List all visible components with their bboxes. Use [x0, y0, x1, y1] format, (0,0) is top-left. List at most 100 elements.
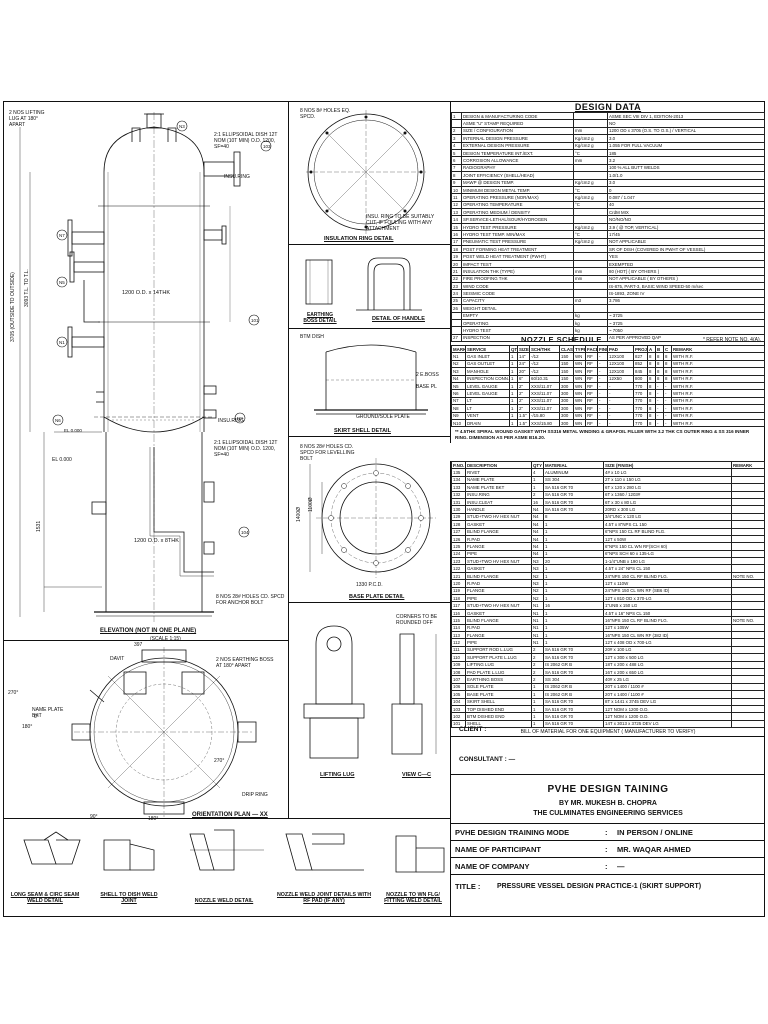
nozzle-cell: 8	[647, 359, 656, 369]
insu-ring-note: INSU.RING	[224, 174, 250, 180]
design-data-title: DESIGN DATA	[574, 102, 642, 112]
svg-text:N3: N3	[179, 124, 185, 129]
bom-cell: 104	[451, 697, 466, 706]
nozzle-cell: -	[607, 389, 634, 398]
nozzle-cell: WITH R.F.	[671, 411, 765, 420]
bom-cell: R.PAD	[465, 623, 532, 633]
bom-cell: N3	[531, 579, 544, 588]
bom-cell: 8	[543, 512, 604, 522]
nozzle-cell: WITH R.F.	[671, 396, 765, 406]
nozzle-header-cell: C	[663, 344, 672, 354]
lifting-lug-note: 2 NOS LIFTING LUG AT 180° APART	[9, 110, 45, 128]
design-data-cell: Kg/cm2 g	[573, 134, 608, 143]
design-data-cell: 12	[451, 200, 462, 210]
nozzle-cell: MANHOLE	[465, 367, 510, 376]
nozzle-cell: DRAIN	[465, 418, 510, 428]
nozzle-cell: -	[597, 411, 608, 420]
bom-cell: INSU.RING	[465, 490, 532, 499]
nozzle-header-cell: FINISH	[597, 344, 608, 354]
bom-cell: 133	[451, 483, 466, 492]
nozzle-cell: 1	[509, 418, 518, 428]
design-data-cell: 1200 OD x 3705 (O.S. TO O.S.) / VERTICAL	[607, 126, 765, 136]
bom-cell: BLIND FLANGE	[465, 571, 532, 581]
bom-cell: 12T x 110W	[603, 579, 732, 588]
bom-cell: R.PAD	[465, 579, 532, 588]
bom-cell: 1	[543, 638, 604, 647]
nozzle-header-cell: MARK	[451, 344, 466, 354]
nozzle-cell: 1	[509, 411, 518, 420]
nozzle-header-cell: SIZE	[517, 344, 530, 354]
bom-cell	[731, 660, 765, 669]
bom-cell: 1	[543, 534, 604, 544]
nozzle-cell: 1.5"	[517, 411, 530, 420]
bom-cell: IS 2062 GR B	[543, 690, 604, 699]
nozzle-cell: -	[607, 411, 634, 420]
bom-cell	[731, 490, 765, 499]
bom-cell: 2	[531, 653, 544, 662]
design-data-cell: SIZE / CONFIGURATION	[461, 126, 574, 136]
bom-cell: PIPE	[465, 594, 532, 603]
bom-cell: SS 304	[543, 675, 604, 684]
nozzle-cell: 8	[647, 389, 656, 398]
nozzle-cell: XXS/11.07	[529, 389, 560, 398]
mode-row: PVHE DESIGN TRAINING MODE:IN PERSON / ON…	[451, 823, 765, 840]
svg-text:180°: 180°	[148, 816, 158, 822]
design-data-cell: 2	[451, 126, 462, 136]
bom-cell	[731, 645, 765, 655]
svg-text:N7: N7	[59, 233, 65, 238]
bom-cell: 3/4"UNC x 120 LG	[603, 512, 732, 522]
nozzle-cell: 8	[647, 381, 656, 391]
design-data-cell: 0.087 / 1.047	[607, 193, 765, 202]
long-seam-title: LONG SEAM & CIRC SEAM WELD DETAIL	[10, 892, 80, 904]
design-data-cell: NO/NO/NO	[607, 215, 765, 224]
nozzle-cell: VENT	[465, 411, 510, 420]
nozzle-cell: 852	[633, 359, 648, 369]
nozzle-cell: RF	[585, 389, 598, 398]
design-data-cell: 5	[451, 148, 462, 158]
design-data-cell: Kg/cm2 g	[573, 178, 608, 187]
bom-cell: LIFTING LUG	[465, 660, 532, 669]
design-data-cell: SEISMIC CODE	[461, 289, 574, 298]
bom-cell: EARTHING BOSS	[465, 675, 532, 684]
design-data-cell: 11	[451, 193, 462, 202]
nozzle-cell: -	[597, 389, 608, 398]
design-data-cell: NO	[607, 119, 765, 128]
nozzle-cell: 150	[559, 352, 574, 361]
design-data-cell: NOT APPLICABLE	[607, 237, 765, 247]
nozzle-cell: 6"	[517, 374, 530, 383]
earthing-title: EARTHING BOSS DETAIL	[303, 312, 337, 324]
design-data-cell	[451, 318, 462, 328]
bom-cell: IS 2062 GR B	[543, 682, 604, 692]
nozzle-cell: -	[663, 396, 672, 406]
bom-cell: 1	[543, 549, 604, 559]
nozzle-cell: 150	[559, 374, 574, 383]
bom-cell: N4	[531, 542, 544, 551]
bom-cell	[731, 675, 765, 684]
nozzle-wn-title: NOZZLE TO WN FLG/ FITTING WELD DETAIL	[384, 892, 442, 904]
bom-cell: SA 516 GR 70	[543, 483, 604, 492]
base-plate-view	[309, 458, 436, 578]
bom-cell: 125	[451, 542, 466, 551]
nozzle-cell: WN	[573, 359, 586, 369]
design-data-cell: OPERATING PRESSURE (NOR/MAX)	[461, 193, 574, 202]
bom-cell	[731, 719, 765, 729]
design-data-cell: DESIGN TEMPERATURE INT./EXT.	[461, 148, 574, 158]
bom-cell: STUD+TWO HV HEX NUT	[465, 512, 532, 522]
ground-sole-label: GROUND/SOLE PLATE	[356, 414, 410, 420]
nozzle-cell: 12X100	[607, 352, 634, 361]
